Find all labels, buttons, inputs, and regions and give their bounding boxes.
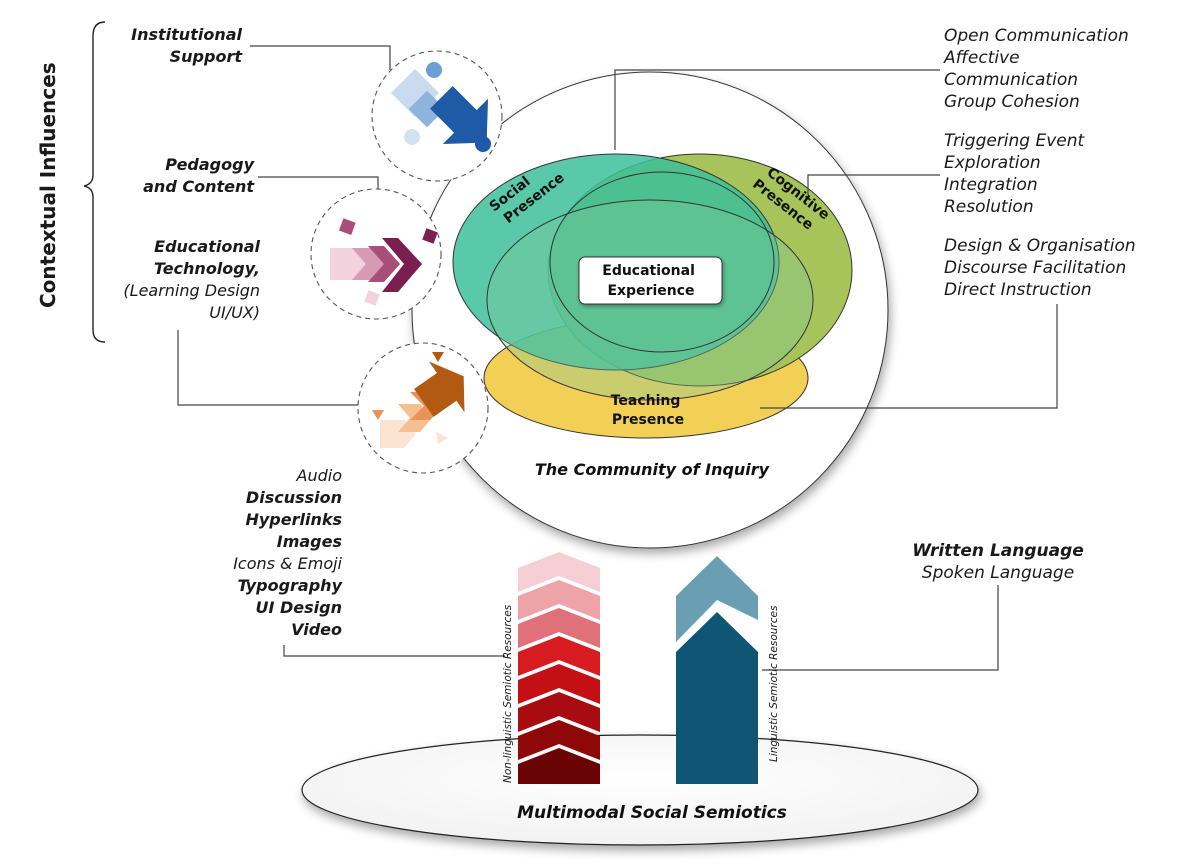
linguistic-chevron-stack <box>676 556 758 784</box>
semiotics-title: Multimodal Social Semiotics <box>517 803 787 823</box>
nonlinguistic-item: Images <box>276 532 342 551</box>
nonlinguistic-item: UI Design <box>255 598 343 617</box>
cognitive-category-item: Integration <box>944 175 1038 195</box>
educational-technology-icon <box>357 342 489 474</box>
linguistic-item: Written Language <box>912 541 1084 561</box>
social-category-item: Affective <box>944 48 1020 68</box>
chevron-6 <box>518 692 600 732</box>
connector-social-categories <box>614 69 940 150</box>
nonlinguistic-items-list: Audio Discussion Hyperlinks Images Icons… <box>233 465 342 641</box>
social-category-item: Group Cohesion <box>944 92 1080 112</box>
nonlinguistic-item: Discussion <box>245 488 342 507</box>
linguistic-items-list: Written Language Spoken Language <box>880 540 1116 584</box>
educational-experience-box <box>578 256 723 305</box>
institutional-support-icon <box>371 50 503 182</box>
teaching-category-item: Design & Organisation <box>944 236 1136 256</box>
connector-nonlinguistic <box>283 645 505 657</box>
connector-cognitive-categories <box>807 174 940 195</box>
social-category-item: Open Communication <box>944 26 1129 46</box>
linguistic-item: Spoken Language <box>921 563 1075 583</box>
chevron-4 <box>518 636 600 676</box>
chevron-8 <box>518 748 600 784</box>
pedagogy-line-2: and Content <box>143 177 254 196</box>
edtech-line-3: (Learning Design <box>123 281 260 300</box>
cognitive-category-item: Resolution <box>944 197 1034 217</box>
cognitive-categories-list: Triggering Event Exploration Integration… <box>944 130 1084 218</box>
institutional-support-label: Institutional Support <box>131 24 242 68</box>
contextual-influences-title: Contextual Influences <box>36 62 60 308</box>
connector-lines <box>177 45 1058 671</box>
pedagogy-line-1: Pedagogy <box>165 155 254 174</box>
educational-experience-label: Educational Experience <box>602 263 700 299</box>
cognitive-category-item: Exploration <box>944 153 1041 173</box>
institutional-line-1: Institutional <box>131 25 242 44</box>
nonlinguistic-item: Video <box>291 620 342 639</box>
nonlinguistic-item: Icons & Emoji <box>233 554 342 573</box>
venn-core <box>549 171 775 353</box>
chevron-5 <box>518 664 600 704</box>
cognitive-category-item: Triggering Event <box>944 131 1085 151</box>
nonlinguistic-resources-label: Non-linguistic Semiotic Resources <box>502 604 514 783</box>
linguistic-resources-label: Linguistic Semiotic Resources <box>768 605 780 762</box>
pedagogy-content-label: Pedagogy and Content <box>143 154 254 198</box>
connector-linguistic <box>762 585 999 671</box>
teaching-category-item: Discourse Facilitation <box>944 258 1127 278</box>
chevron-1 <box>518 552 600 592</box>
connector-institutional <box>250 45 391 70</box>
connector-edtech <box>177 330 360 406</box>
social-category-item: Communication <box>944 70 1078 90</box>
contextual-bracket <box>83 21 106 343</box>
institutional-line-2: Support <box>169 47 242 66</box>
linguistic-chevron-top <box>676 556 758 642</box>
chevron-3 <box>518 608 600 648</box>
social-categories-list: Open Communication Affective Communicati… <box>944 25 1129 113</box>
edtech-line-1: Educational <box>154 237 260 256</box>
teaching-category-item: Direct Instruction <box>944 280 1092 300</box>
edtech-line-2: Technology, <box>153 259 260 278</box>
edtech-line-4: UI/UX) <box>209 303 260 322</box>
coi-title: The Community of Inquiry <box>535 460 770 479</box>
nonlinguistic-item: Audio <box>296 466 342 485</box>
teaching-presence-label: Teaching Presence <box>611 393 686 428</box>
chevron-2 <box>518 580 600 620</box>
nonlinguistic-chevron-stack <box>518 552 600 784</box>
pedagogy-content-icon <box>310 188 442 320</box>
nonlinguistic-item: Hyperlinks <box>245 510 342 529</box>
linguistic-chevron-bottom <box>676 612 758 784</box>
connector-teaching-categories <box>760 304 1058 409</box>
semiotics-base-ellipse <box>301 734 979 846</box>
teaching-categories-list: Design & Organisation Discourse Facilita… <box>944 235 1136 301</box>
chevron-7 <box>518 720 600 760</box>
nonlinguistic-item: Typography <box>237 576 342 595</box>
educational-technology-label: Educational Technology, (Learning Design… <box>123 236 260 324</box>
